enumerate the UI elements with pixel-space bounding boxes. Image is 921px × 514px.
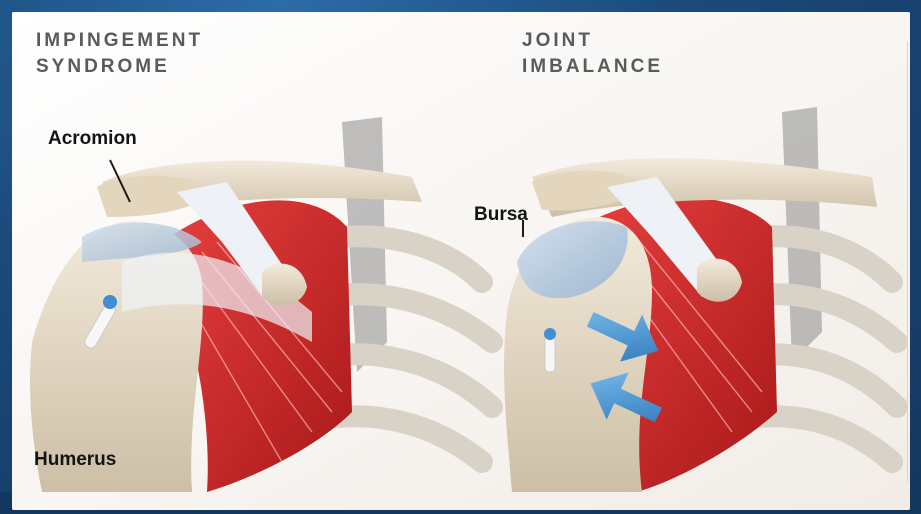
heading-impingement-syndrome: IMPINGEMENT SYNDROME — [36, 28, 203, 80]
heading-line: SYNDROME — [36, 54, 203, 80]
shoulder-anatomy-illustration — [12, 12, 910, 510]
label-bursa: Bursa — [474, 204, 528, 226]
implant-icon-right — [544, 328, 556, 372]
panel-divider — [907, 42, 908, 482]
heading-line: IMPINGEMENT — [36, 28, 203, 54]
heading-line: JOINT — [522, 28, 663, 54]
heading-line: IMBALANCE — [522, 54, 663, 80]
heading-joint-imbalance: JOINT IMBALANCE — [522, 28, 663, 80]
label-acromion: Acromion — [48, 128, 137, 150]
illustration-panel: IMPINGEMENT SYNDROME JOINT IMBALANCE Acr… — [12, 12, 910, 510]
label-humerus: Humerus — [34, 449, 116, 471]
